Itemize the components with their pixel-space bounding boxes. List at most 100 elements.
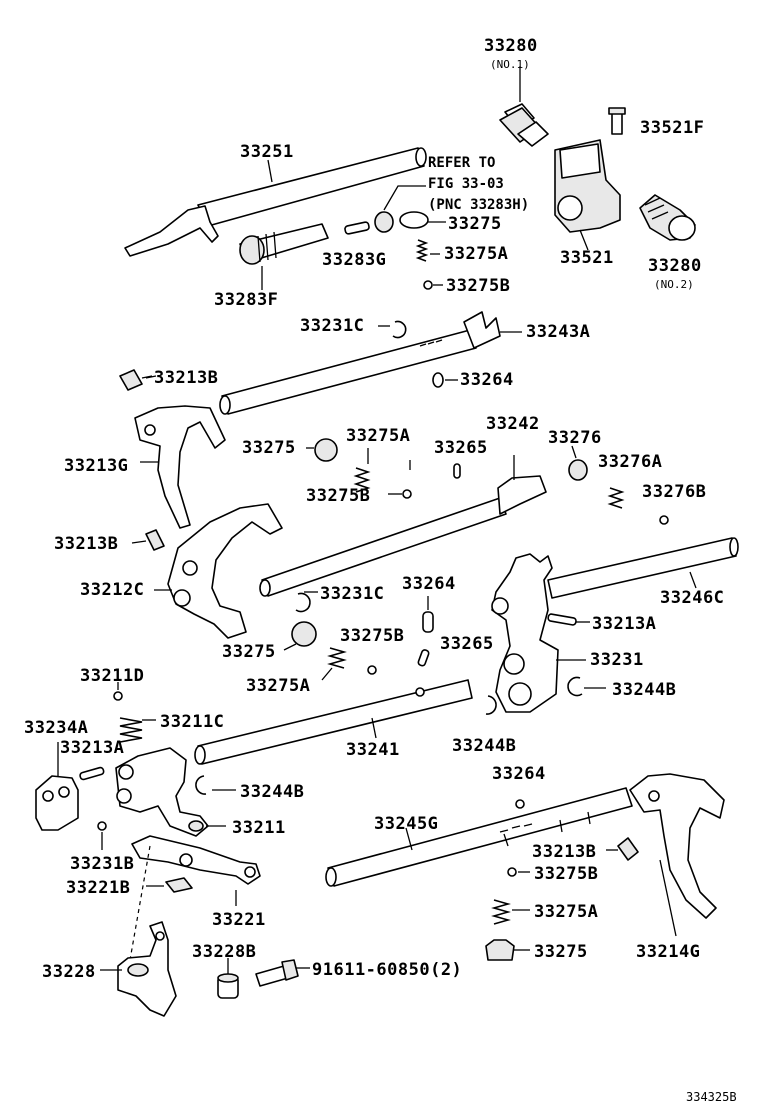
ball-33211d bbox=[113, 691, 123, 701]
label-33280-no1-sub: (NO.1) bbox=[490, 58, 530, 71]
shift-inner-lever-33234a bbox=[35, 742, 79, 831]
ball-33276b bbox=[659, 515, 669, 525]
screw-33213b-bot bbox=[606, 837, 639, 861]
pin-33213a-left bbox=[79, 766, 105, 781]
shift-fork-shaft-33246c bbox=[547, 537, 739, 599]
label-33234a: 33234A bbox=[24, 718, 89, 738]
plug-33275-mid bbox=[306, 438, 338, 462]
snap-ring-33244b-right bbox=[567, 676, 583, 697]
label-33244b-left: 33244B bbox=[240, 782, 305, 802]
label-33211d: 33211D bbox=[80, 666, 145, 686]
label-33213b-mid: 33213B bbox=[54, 534, 119, 554]
label-33264-mid: 33264 bbox=[402, 574, 456, 594]
pin-33264-mid bbox=[422, 611, 434, 633]
label-91611-60850: 91611-60850(2) bbox=[312, 960, 463, 980]
label-33275-mid: 33275 bbox=[242, 438, 296, 458]
bushing-33228b bbox=[217, 958, 239, 999]
pin-33283g bbox=[344, 221, 370, 235]
plug-33276 bbox=[568, 459, 588, 481]
label-33231: 33231 bbox=[590, 650, 644, 670]
back-up-light-switch-no1 bbox=[499, 66, 549, 147]
label-33275a-bot: 33275A bbox=[534, 902, 599, 922]
label-33211c: 33211C bbox=[160, 712, 225, 732]
shift-lever-shaft-33251 bbox=[124, 147, 427, 257]
label-33275-top: 33275 bbox=[448, 214, 502, 234]
spring-33276a bbox=[607, 487, 625, 509]
label-33211: 33211 bbox=[232, 818, 286, 838]
label-33283f: 33283F bbox=[214, 290, 279, 310]
refer-note-line2: FIG 33-03 bbox=[428, 176, 504, 192]
label-33246c: 33246C bbox=[660, 588, 725, 608]
spring-33211c bbox=[119, 717, 143, 743]
label-33251: 33251 bbox=[240, 142, 294, 162]
label-33275a-top: 33275A bbox=[444, 244, 509, 264]
shift-fork-shaft-33241 bbox=[194, 679, 473, 765]
pin-33213a-right bbox=[547, 613, 577, 626]
label-33242: 33242 bbox=[486, 414, 540, 434]
label-33213a-right: 33213A bbox=[592, 614, 657, 634]
clip-33231c-top bbox=[392, 320, 407, 339]
label-33280-no2-sub: (NO.2) bbox=[654, 278, 694, 291]
label-33276: 33276 bbox=[548, 428, 602, 448]
label-33241: 33241 bbox=[346, 740, 400, 760]
label-33213a-left: 33213A bbox=[60, 738, 125, 758]
ball-33275b-low bbox=[367, 665, 377, 675]
back-up-light-switch-no2 bbox=[639, 194, 696, 241]
shift-fork-33214g bbox=[629, 773, 725, 937]
shift-head-33211 bbox=[115, 747, 226, 837]
label-33275b-low: 33275B bbox=[340, 626, 405, 646]
screw-33213b-top bbox=[119, 369, 153, 391]
spring-33275a-mid bbox=[353, 467, 371, 493]
plug-33275-top bbox=[374, 185, 446, 233]
label-33276a: 33276A bbox=[598, 452, 663, 472]
label-33265-low: 33265 bbox=[440, 634, 494, 654]
shift-lever-33221 bbox=[131, 835, 261, 906]
spring-33275a-bot bbox=[491, 899, 511, 925]
label-33275b-mid: 33275B bbox=[306, 486, 371, 506]
label-33228b: 33228B bbox=[192, 942, 257, 962]
spring-33275a-low bbox=[327, 647, 347, 669]
pin-33265-low bbox=[417, 649, 430, 667]
label-33213g: 33213G bbox=[64, 456, 129, 476]
label-33221b: 33221B bbox=[66, 878, 131, 898]
label-33265-mid: 33265 bbox=[434, 438, 488, 458]
snap-ring-33244b-left bbox=[195, 775, 207, 795]
label-33280-no1: 33280 bbox=[484, 36, 538, 56]
ball-33275b-top bbox=[423, 280, 433, 290]
label-33214g: 33214G bbox=[636, 942, 701, 962]
ball-33231b bbox=[97, 821, 107, 831]
label-33264-bot: 33264 bbox=[492, 764, 546, 784]
label-33228: 33228 bbox=[42, 962, 96, 982]
label-33264-top: 33264 bbox=[460, 370, 514, 390]
label-33213b-top: 33213B bbox=[154, 368, 219, 388]
label-33283g: 33283G bbox=[322, 250, 387, 270]
refer-note-line1: REFER TO bbox=[428, 155, 496, 171]
label-33275-low: 33275 bbox=[222, 642, 276, 662]
shift-head-housing-33521 bbox=[554, 139, 621, 251]
plug-33275-bot bbox=[485, 939, 530, 961]
label-33275a-low: 33275A bbox=[246, 676, 311, 696]
label-33231b: 33231B bbox=[70, 854, 135, 874]
clip-33221b bbox=[165, 877, 193, 893]
diagram-code: 334325B bbox=[686, 1090, 737, 1104]
lever-33228 bbox=[100, 845, 177, 1017]
label-33521: 33521 bbox=[560, 248, 614, 268]
clip-33231c-mid bbox=[295, 592, 311, 613]
bolt-33521f bbox=[608, 107, 626, 135]
pin-33264-top bbox=[432, 372, 444, 388]
snap-ring-33244b-mid bbox=[485, 695, 497, 715]
shift-fork-33212c bbox=[154, 503, 283, 639]
pin-33265-mid bbox=[453, 463, 461, 479]
spring-33275a-top bbox=[415, 239, 440, 262]
plunger-33283f bbox=[239, 223, 329, 290]
label-33231c-top: 33231C bbox=[300, 316, 365, 336]
ball-33275b-mid bbox=[402, 489, 412, 499]
label-33521f: 33521F bbox=[640, 118, 705, 138]
label-33243a: 33243A bbox=[526, 322, 591, 342]
label-33213b-bot: 33213B bbox=[532, 842, 597, 862]
shift-fork-shaft-33242 bbox=[259, 455, 547, 597]
refer-note-line3: (PNC 33283H) bbox=[428, 197, 530, 213]
label-33245g: 33245G bbox=[374, 814, 439, 834]
